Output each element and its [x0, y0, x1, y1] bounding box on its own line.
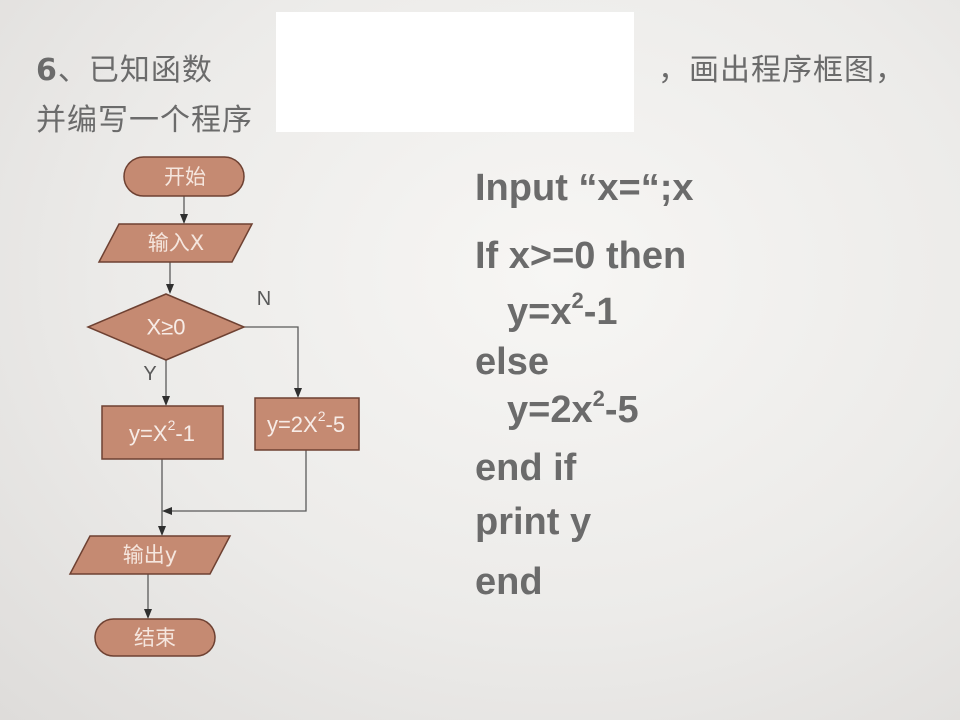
- question-part-1: 、已知函数: [57, 53, 213, 88]
- flowchart: 开始 输入X X≥0 N Y y=X2-1 y=2X2-5 输出y 结束: [68, 156, 360, 657]
- code-line-no: y=2x2-5: [507, 386, 639, 432]
- code-line-yes: y=x2-1: [507, 288, 618, 334]
- arrow-no-branch: [294, 388, 302, 398]
- code-line-input: Input “x=“;x: [475, 167, 694, 209]
- input-box: [97, 223, 254, 263]
- start-label: 开始: [164, 165, 206, 189]
- no-process-label: y=2X2-5: [267, 408, 345, 437]
- question-part-2: ，画出程序框图，: [658, 53, 906, 88]
- question-number: 6: [36, 53, 58, 88]
- condition-label: X≥0: [147, 315, 186, 340]
- code-line-if: If x>=0 then: [475, 235, 687, 277]
- code-line-end: end: [475, 561, 543, 603]
- input-label: 输入X: [148, 231, 204, 255]
- arrow-end: [144, 609, 152, 619]
- arrow-input: [180, 214, 188, 224]
- yes-process-label: y=X2-1: [129, 417, 195, 446]
- program-code: Input “x=“;x If x>=0 then y=x2-1 else y=…: [475, 0, 955, 720]
- start-terminal: [123, 156, 245, 197]
- yes-process-box: [101, 405, 224, 460]
- arrow-yes-branch: [162, 396, 170, 406]
- question-line-2: 并编写一个程序: [36, 103, 253, 138]
- code-line-print: print y: [475, 501, 592, 543]
- connector-no-merge: [172, 450, 307, 512]
- arrow-output: [158, 526, 166, 536]
- arrow-merge: [162, 507, 172, 515]
- code-line-endif: end if: [475, 447, 577, 489]
- output-box: [68, 535, 232, 575]
- arrow-condition: [166, 284, 174, 294]
- yes-label: Y: [143, 363, 156, 385]
- formula-cover-box: [276, 12, 634, 132]
- output-label: 输出y: [123, 543, 177, 567]
- condition-diamond: [86, 293, 246, 361]
- no-process-box: [254, 397, 360, 451]
- question-text: 6、已知函数 ，画出程序框图， 并编写一个程序: [36, 52, 946, 138]
- connector-no: [244, 326, 299, 388]
- end-terminal: [94, 618, 216, 657]
- code-line-else: else: [475, 341, 549, 383]
- end-label: 结束: [134, 626, 176, 650]
- no-label: N: [257, 288, 271, 310]
